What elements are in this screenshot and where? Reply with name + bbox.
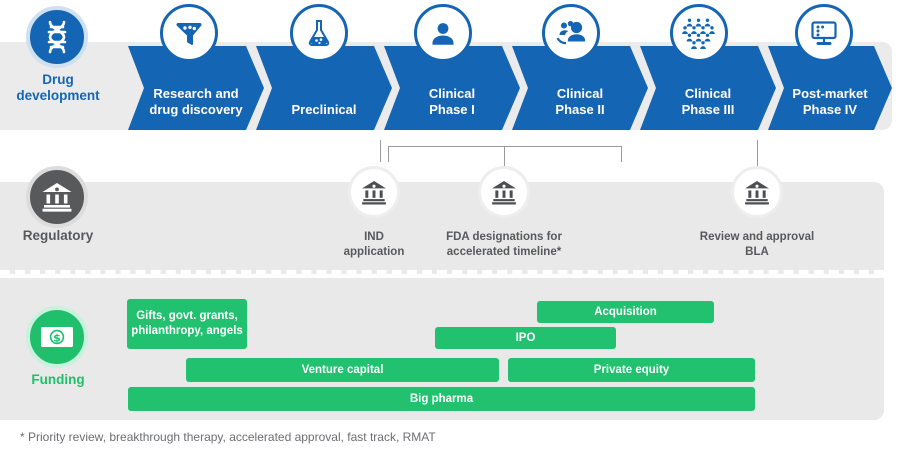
step-research-and-drug-discovery[interactable]: Research and drug discovery <box>128 46 264 130</box>
milestone-label-line2: accelerated timeline* <box>446 245 562 258</box>
funding-bar-label: Private equity <box>593 363 670 376</box>
funding-bar-gifts-grants[interactable]: Gifts, govt. grants, philanthropy, angel… <box>127 299 247 349</box>
regulatory-label: Regulatory <box>4 228 112 244</box>
step-label-line1: Clinical <box>428 85 476 101</box>
step-label-line2: Phase I <box>429 101 475 117</box>
people-group-icon <box>542 4 600 62</box>
svg-text:$: $ <box>53 331 61 344</box>
milestone-label-line1: Review and approval <box>699 231 815 243</box>
dashed-divider <box>0 270 884 275</box>
funding-label-line1: Funding <box>31 372 85 387</box>
bracket-left <box>388 146 389 162</box>
milestone-label-line2: BLA <box>745 245 769 258</box>
milestone-label-line2: application <box>343 245 405 258</box>
milestone-label-line1: FDA designations for <box>446 231 562 243</box>
funding-bar-ipo[interactable]: IPO <box>435 327 616 349</box>
step-label: Research and drug discovery <box>128 86 264 119</box>
step-label: Post-market Phase IV <box>768 86 892 119</box>
drug-development-label: Drug development <box>4 72 112 105</box>
step-label-line2: Phase IV <box>802 101 858 117</box>
step-label: Clinical Phase III <box>640 86 776 119</box>
funding-bar-label: Gifts, govt. grants, philanthropy, angel… <box>131 310 243 337</box>
footnote: * Priority review, breakthrough therapy,… <box>20 430 436 444</box>
bracket-top <box>388 146 622 147</box>
milestone-ind-application-label: IND application <box>314 230 434 260</box>
people-crowd-icon <box>670 4 728 62</box>
step-label: Clinical Phase II <box>512 86 648 119</box>
funding-label: Funding <box>4 372 112 388</box>
milestone-label-line1: IND <box>364 231 384 243</box>
milestone-fda-designations-label: FDA designations for accelerated timelin… <box>424 230 584 260</box>
step-clinical-phase-i[interactable]: Clinical Phase I <box>384 46 520 130</box>
funding-bar-big-pharma[interactable]: Big pharma <box>128 387 755 411</box>
step-label-line1: Preclinical <box>291 101 357 117</box>
step-label-line1: Post-market <box>792 85 868 101</box>
funding-bar-label: Big pharma <box>409 392 474 405</box>
step-label-line2: Phase II <box>555 101 605 117</box>
step-clinical-phase-ii[interactable]: Clinical Phase II <box>512 46 648 130</box>
step-label-line2: drug discovery <box>149 101 243 117</box>
step-label: Preclinical <box>256 102 392 118</box>
bank-icon <box>731 166 783 218</box>
bracket-right <box>621 146 622 162</box>
drug-development-label-line1: Drug <box>42 72 74 87</box>
step-label: Clinical Phase I <box>384 86 520 119</box>
bank-icon <box>26 166 88 228</box>
connector-bla <box>757 140 758 166</box>
funding-bar-label: Acquisition <box>594 305 657 318</box>
funding-bar-label: Venture capital <box>301 363 384 376</box>
dna-icon <box>26 6 88 68</box>
bank-icon <box>478 166 530 218</box>
step-label-line1: Clinical <box>684 85 732 101</box>
person-icon <box>414 4 472 62</box>
funding-bar-venture-capital[interactable]: Venture capital <box>186 358 499 382</box>
flask-icon <box>290 4 348 62</box>
bank-icon <box>348 166 400 218</box>
regulatory-label-line1: Regulatory <box>22 228 94 243</box>
connector-ind <box>380 140 381 162</box>
step-label-line2: Phase III <box>681 101 735 117</box>
monitor-icon <box>795 4 853 62</box>
milestone-review-approval-bla-label: Review and approval BLA <box>677 230 837 260</box>
funnel-icon <box>160 4 218 62</box>
step-label-line1: Clinical <box>556 85 604 101</box>
bracket-drop <box>504 146 505 168</box>
money-icon: $ <box>26 306 88 368</box>
funding-bar-label: IPO <box>515 331 536 344</box>
funding-bar-private-equity[interactable]: Private equity <box>508 358 755 382</box>
drug-development-label-line2: development <box>16 88 100 104</box>
funding-bar-acquisition[interactable]: Acquisition <box>537 301 714 323</box>
step-label-line1: Research and <box>153 85 239 101</box>
